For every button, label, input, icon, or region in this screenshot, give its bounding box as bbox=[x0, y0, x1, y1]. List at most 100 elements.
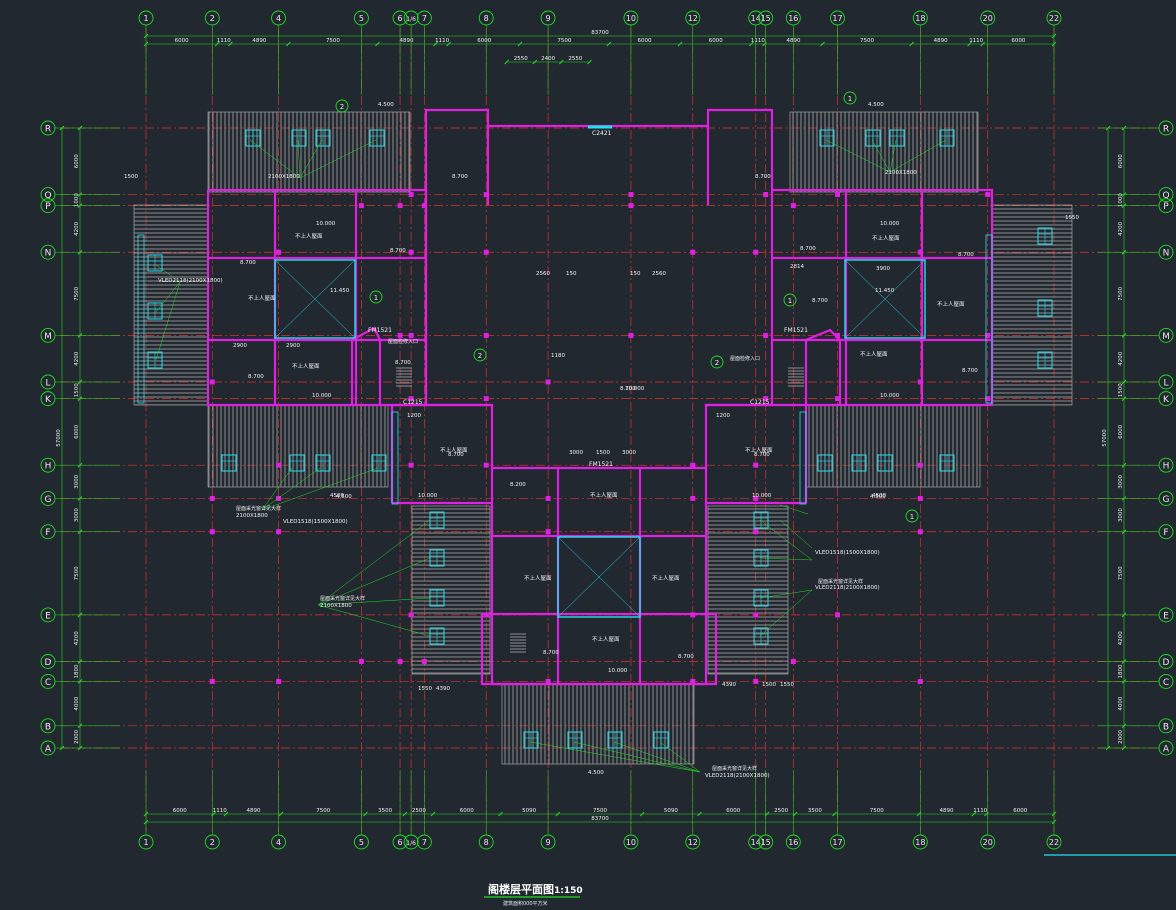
roof-hatch-mid-left bbox=[207, 404, 389, 488]
dormer-window-10 bbox=[315, 454, 331, 472]
local-dim-17: 1550 bbox=[418, 686, 432, 692]
dim-top-chain-text-10: 1110 bbox=[751, 38, 765, 44]
dim-bottom-chain-text-3: 7500 bbox=[316, 808, 330, 814]
skylight-left-diag-b bbox=[274, 259, 356, 339]
column-8-Q bbox=[483, 192, 489, 198]
window-2100-label-1: 2100X1800 bbox=[236, 513, 268, 519]
grid-label-col-14-top: 14 bbox=[751, 14, 761, 23]
room-label-19: 10.000 bbox=[608, 668, 628, 674]
column-6-M bbox=[397, 332, 403, 338]
column-9-F bbox=[545, 529, 551, 535]
dim-right-chain-text-8: 3000 bbox=[1118, 508, 1124, 522]
room-label-38: 不上人屋面 bbox=[590, 491, 618, 499]
column-4-C bbox=[276, 678, 282, 684]
dim-bottom-chain-text-1: 1110 bbox=[213, 808, 227, 814]
dormer-window-17 bbox=[147, 302, 163, 320]
grid-label-row-D-left: D bbox=[45, 658, 52, 668]
dormer-window-15 bbox=[939, 454, 955, 472]
dim-top-chain-text-12: 7500 bbox=[860, 38, 874, 44]
leader-line-16 bbox=[297, 139, 301, 179]
room-label-32: 不上人屋面 bbox=[248, 294, 276, 302]
leader-line-7 bbox=[759, 519, 813, 561]
dormer-window-31 bbox=[567, 731, 583, 749]
grid-label-row-K-right: K bbox=[1163, 395, 1170, 405]
column-8-K bbox=[483, 396, 489, 402]
dim-top-chain-tick-9 bbox=[677, 41, 683, 47]
room-label-0: 8.700 bbox=[240, 260, 256, 266]
dim-right-chain-text-11: 1800 bbox=[1118, 664, 1124, 678]
room-label-26: 4.500 bbox=[588, 770, 604, 776]
grid-label-col-4-bottom: 4 bbox=[276, 838, 281, 847]
room-label-6: 8.700 bbox=[800, 246, 816, 252]
dim-top-center-tick-1 bbox=[532, 59, 538, 65]
room-label-40: 不上人屋面 bbox=[652, 574, 680, 582]
leader-line-25 bbox=[155, 281, 181, 361]
room-label-30: 不上人屋面 bbox=[295, 232, 323, 240]
grid-label-col-20-top: 20 bbox=[983, 14, 993, 23]
room-label-35: 不上人屋面 bbox=[860, 350, 888, 358]
leader-line-22 bbox=[889, 139, 947, 173]
index-bubble-3 bbox=[473, 348, 487, 362]
local-dim-11: 1200 bbox=[716, 413, 730, 419]
dim-top-center-tick-3 bbox=[587, 59, 592, 65]
column-6-P bbox=[397, 203, 403, 209]
skylight-right bbox=[844, 259, 926, 339]
column-12-G bbox=[690, 495, 696, 501]
index-bubble-1 bbox=[710, 355, 724, 369]
dim-top-center-text-0: 2550 bbox=[514, 56, 528, 62]
leader-layer bbox=[155, 139, 947, 773]
column-8-E bbox=[483, 612, 489, 618]
column-1-6-E bbox=[408, 612, 414, 618]
window-note-3: 屋面采光窗详见大样 bbox=[818, 578, 863, 585]
column-18-G bbox=[917, 495, 923, 501]
window-note-2: 屋面采光窗详见大样 bbox=[320, 595, 365, 602]
dim-bottom-chain-tick-2 bbox=[223, 811, 229, 817]
room-label-10: 8.700 bbox=[448, 452, 464, 458]
column-12-H bbox=[690, 462, 696, 468]
grid-label-row-B-right: B bbox=[1163, 722, 1169, 732]
dim-bottom-chain-text-9: 5090 bbox=[664, 808, 678, 814]
dim-left-chain-text-4: 4200 bbox=[74, 351, 80, 365]
leader-line-14 bbox=[659, 741, 701, 773]
dim-top-chain-text-7: 7500 bbox=[557, 38, 571, 44]
room-label-28: 4.500 bbox=[868, 102, 884, 108]
dim-bottom-overall-text-0: 83700 bbox=[591, 816, 609, 822]
room-label-27: 4.500 bbox=[378, 102, 394, 108]
room-label-15: 10.000 bbox=[312, 393, 332, 399]
dim-bottom-chain-tick-7 bbox=[498, 811, 503, 817]
local-dim-2: 150 bbox=[630, 271, 641, 277]
grid-label-row-P-right: P bbox=[1163, 202, 1169, 212]
room-label-29: 8.200 bbox=[510, 482, 526, 488]
room-label-20: 10.000 bbox=[880, 221, 900, 227]
local-dim-16: 10.000 bbox=[625, 386, 645, 392]
dim-left-chain-text-8: 3000 bbox=[74, 508, 80, 522]
dim-right-chain-text-3: 7500 bbox=[1118, 286, 1124, 300]
grid-label-col-7-top: 7 bbox=[422, 14, 427, 23]
leader-line-20 bbox=[871, 139, 891, 173]
local-dim-4: 1180 bbox=[551, 353, 565, 359]
dim-top-chain-text-4: 4890 bbox=[399, 38, 413, 44]
axis-grid-layer bbox=[60, 28, 1160, 832]
column-9-C bbox=[545, 678, 551, 684]
column-2-F bbox=[209, 529, 215, 535]
dormer-window-14 bbox=[877, 454, 893, 472]
room-label-36: 不上人屋面 bbox=[440, 446, 468, 454]
dim-right-chain-text-6: 6000 bbox=[1118, 424, 1124, 438]
room-label-24: 4.500 bbox=[336, 494, 352, 500]
grid-label-col-2-bottom: 2 bbox=[210, 838, 215, 847]
skylight-south bbox=[557, 536, 641, 618]
local-dim-22: 1550 bbox=[1065, 215, 1079, 221]
dim-right-chain-text-5: 1500 bbox=[1118, 383, 1124, 397]
dim-left-chain-text-5: 1500 bbox=[74, 383, 80, 397]
leader-line-9 bbox=[759, 589, 813, 599]
index-bubble-2 bbox=[905, 509, 919, 523]
window-vled1518-left: VLED1518(1500X1800) bbox=[283, 519, 348, 525]
dormer-window-7 bbox=[939, 129, 955, 147]
dim-top-chain-text-5: 1110 bbox=[435, 38, 449, 44]
leader-line-11 bbox=[529, 741, 701, 773]
grid-label-col-8-bottom: 8 bbox=[484, 838, 489, 847]
index-bubble-text-6: 1 bbox=[848, 95, 852, 103]
local-dim-18: 4390 bbox=[436, 686, 450, 692]
